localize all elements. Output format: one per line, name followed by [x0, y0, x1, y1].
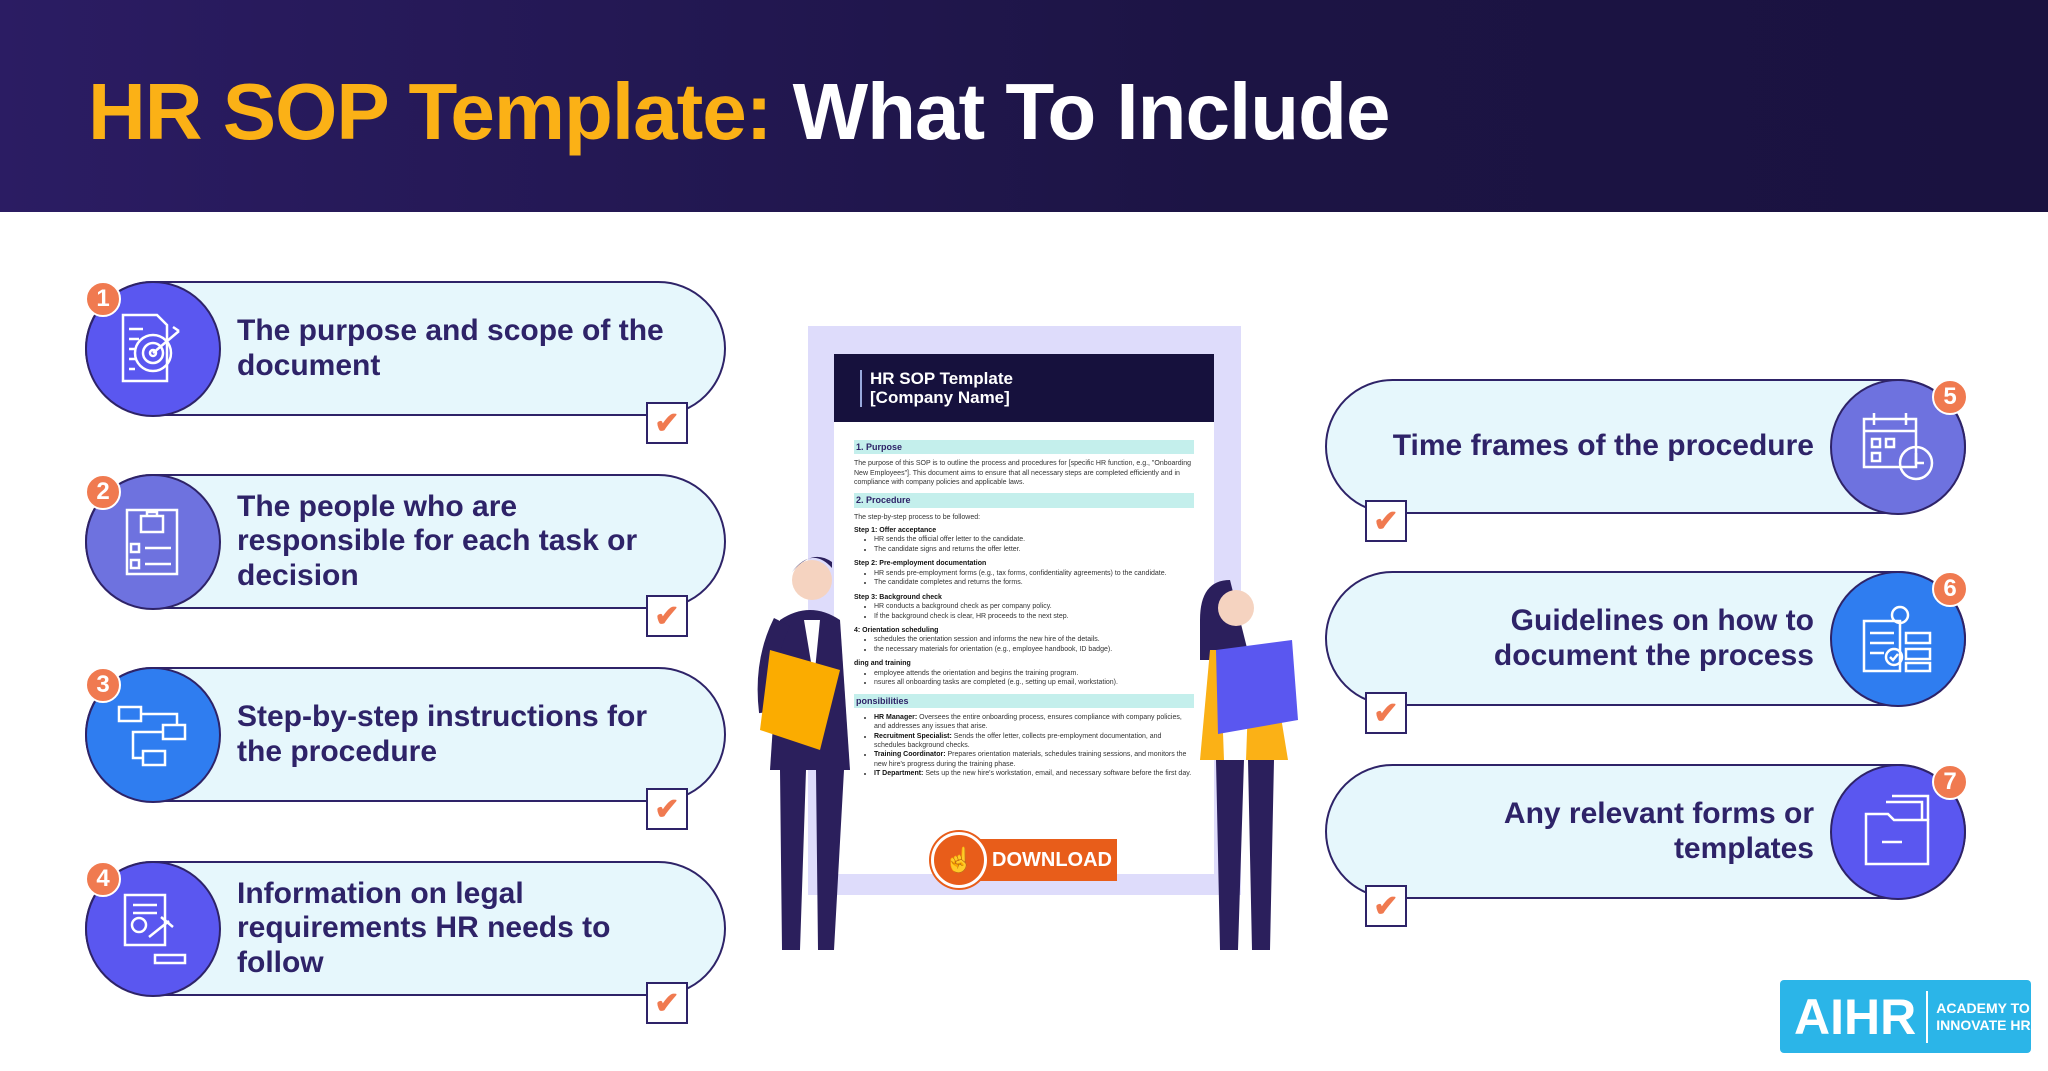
woman-holding-puzzle-illustration [1200, 580, 1298, 950]
item-text: Any relevant forms or templates [1503, 797, 1814, 865]
section-procedure: 2. Procedure [854, 493, 1194, 508]
checkbox-checked: ✔ [646, 402, 688, 444]
step: ding and trainingemployee attends the or… [854, 659, 1194, 687]
number-badge: 5 [1932, 379, 1968, 415]
section-responsibilities: ponsibilities [854, 693, 1194, 708]
section-purpose: 1. Purpose [854, 440, 1194, 455]
number-badge: 3 [85, 667, 121, 703]
item-text: The people who are responsible for each … [237, 489, 638, 592]
checkbox-checked: ✔ [646, 788, 688, 830]
title-rest: What To Include [792, 67, 1391, 156]
roles-list: HR Manager: Oversees the entire onboardi… [874, 713, 1194, 779]
checkbox-checked: ✔ [646, 595, 688, 637]
number-badge: 6 [1932, 571, 1968, 607]
page-title: HR SOP Template: What To Include [88, 66, 1391, 158]
blue-puzzle-piece [1216, 640, 1298, 734]
item-card-6: 6 Guidelines on how to document the proc… [1325, 571, 1968, 734]
item-card-4: 4 Information on legal requirements HR n… [85, 861, 726, 1024]
item-text: Guidelines on how to document the proces… [1493, 604, 1814, 672]
checkbox-checked: ✔ [1365, 885, 1407, 927]
number-badge: 1 [85, 281, 121, 317]
item-text: Step-by-step instructions for the proced… [237, 700, 648, 768]
man-holding-puzzle-illustration [757, 556, 850, 950]
title-highlight: HR SOP Template: [88, 67, 772, 156]
step: Step 3: Background checkHR conducts a ba… [854, 593, 1194, 621]
logo-brand: AIHR [1780, 990, 1929, 1043]
checkbox-checked: ✔ [1365, 500, 1407, 542]
purpose-text: The purpose of this SOP is to outline th… [854, 460, 1191, 487]
item-card-5: 5 Time frames of the procedure ✔ [1325, 379, 1968, 542]
item-card-1: 1 The purpose and scope of the document … [85, 281, 726, 444]
document-subtitle: [Company Name] [870, 387, 1010, 407]
step: Step 2: Pre-employment documentationHR s… [854, 559, 1194, 587]
step: 4: Orientation schedulingschedules the o… [854, 626, 1194, 654]
item-text: The purpose and scope of the document [237, 314, 664, 382]
number-badge: 4 [85, 861, 121, 897]
document-header: HR SOP Template[Company Name] [834, 354, 1214, 422]
sop-document-preview[interactable]: HR SOP Template[Company Name] 1. Purpose… [834, 354, 1214, 874]
header-banner: HR SOP Template: What To Include [0, 0, 2048, 212]
hand-pointer-icon: ☝ [931, 832, 987, 888]
step: Step 1: Offer acceptanceHR sends the off… [854, 526, 1194, 554]
document-title: HR SOP Template [870, 369, 1013, 388]
checkbox-checked: ✔ [646, 982, 688, 1024]
item-text: Information on legal requirements HR nee… [237, 876, 611, 979]
item-text: Time frames of the procedure [1392, 429, 1814, 463]
number-badge: 7 [1932, 764, 1968, 800]
number-badge: 2 [85, 474, 121, 510]
download-label: DOWNLOAD [977, 839, 1117, 881]
item-card-3: 3 Step-by-step instructions for the proc… [85, 667, 726, 830]
checkbox-checked: ✔ [1365, 692, 1407, 734]
download-button[interactable]: ☝ DOWNLOAD [931, 832, 1117, 888]
procedure-intro: The step-by-step process to be followed: [854, 513, 981, 521]
item-card-2: 2 The people who are responsible for eac… [85, 474, 726, 637]
yellow-puzzle-piece [760, 650, 840, 750]
item-card-7: 7 Any relevant forms or templates ✔ [1325, 764, 1968, 927]
